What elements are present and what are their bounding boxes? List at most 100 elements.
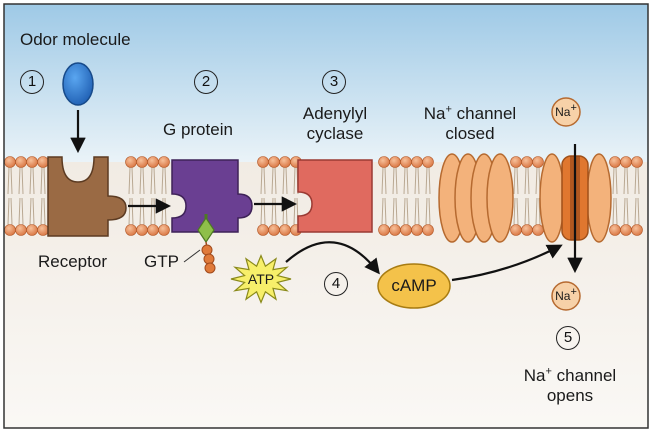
lipid-head <box>136 156 148 168</box>
lipid-head <box>279 224 291 236</box>
lipid-tail <box>7 197 10 225</box>
lipid-head <box>4 156 16 168</box>
lipid-tail <box>139 197 142 225</box>
lipid-tail <box>626 197 629 225</box>
lipid-tail <box>527 167 530 195</box>
lipid-tail <box>150 167 153 195</box>
lipid-tail <box>142 197 145 225</box>
lipid-tail <box>271 167 274 195</box>
lipid-tail <box>395 167 398 195</box>
lipid-tail <box>425 167 428 195</box>
receptor-label: Receptor <box>38 252 107 271</box>
adenylyl-cyclase-label-line1: Adenylyl <box>302 104 368 123</box>
lipid-tail <box>7 167 10 195</box>
lipid-tail <box>131 167 134 195</box>
figure-frame <box>3 3 649 429</box>
lipid-head <box>609 224 621 236</box>
lipid-tail <box>153 197 156 225</box>
lipid-head <box>257 156 269 168</box>
gtp-molecule <box>183 214 216 274</box>
sodium-ion-top-label: Na+ <box>555 102 577 120</box>
step-3-marker: 3 <box>322 70 346 94</box>
lipid-tail <box>40 167 43 195</box>
lipid-head <box>411 224 423 236</box>
channel-opens-label-line1: Na+ channel <box>523 365 617 385</box>
lipid-head <box>37 156 49 168</box>
lipid-tail <box>623 167 626 195</box>
lipid-tail <box>142 167 145 195</box>
lipid-tail <box>282 167 285 195</box>
lipid-tail <box>32 197 35 225</box>
phosphate-2 <box>203 253 215 265</box>
camp-label: cAMP <box>391 276 437 295</box>
lipid-tail <box>403 197 406 225</box>
atp-to-camp-arrow <box>285 241 380 275</box>
lipid-head <box>158 224 170 236</box>
lipid-tail <box>271 197 274 225</box>
lipid-tail <box>384 197 387 225</box>
lipid-tail <box>29 167 32 195</box>
lipid-head <box>422 224 434 236</box>
lipid-head <box>136 224 148 236</box>
lipid-tail <box>513 167 516 195</box>
lipid-head <box>147 224 159 236</box>
camp-to-channel-arrow <box>451 244 563 282</box>
channel-closed-label: Na+ channel closed <box>405 104 535 144</box>
lipid-tail <box>527 197 530 225</box>
lipid-tail <box>21 197 24 225</box>
lipid-tail <box>615 197 618 225</box>
lipid-head <box>521 156 533 168</box>
lipid-tail <box>524 167 527 195</box>
lipid-head <box>532 224 544 236</box>
adenylyl-cyclase <box>297 159 373 233</box>
lipid-tail <box>428 197 431 225</box>
lipid-head <box>510 224 522 236</box>
lipid-head <box>15 224 27 236</box>
receptor <box>47 156 127 237</box>
lipid-head <box>400 156 412 168</box>
lipid-tail <box>612 167 615 195</box>
lipid-tail <box>274 197 277 225</box>
lipid-tail <box>18 197 21 225</box>
lipid-tail <box>381 167 384 195</box>
lipid-head <box>620 156 632 168</box>
lipid-tail <box>615 167 618 195</box>
lipid-head <box>411 156 423 168</box>
lipid-head <box>510 156 522 168</box>
lipid-head <box>620 224 632 236</box>
lipid-head <box>422 156 434 168</box>
lipid-head <box>147 156 159 168</box>
lipid-head <box>389 156 401 168</box>
lipid-tail <box>164 167 167 195</box>
adenylyl-cyclase-label-line2: cyclase <box>306 124 364 143</box>
lipid-head <box>268 224 280 236</box>
lipid-tail <box>161 167 164 195</box>
lipid-tail <box>128 197 131 225</box>
lipid-tail <box>612 197 615 225</box>
lipid-tail <box>414 167 417 195</box>
lipid-tail <box>637 167 640 195</box>
lipid-tail <box>150 197 153 225</box>
lipid-head <box>257 224 269 236</box>
sodium-ion-top <box>551 97 581 127</box>
g-protein <box>171 159 253 233</box>
phosphate-3 <box>204 262 216 274</box>
lipid-head <box>125 224 137 236</box>
lipid-head <box>389 224 401 236</box>
lipid-head <box>378 156 390 168</box>
lipid-tail <box>403 167 406 195</box>
lipid-tail <box>406 197 409 225</box>
lipid-tail <box>10 197 13 225</box>
atp-burst <box>230 254 292 304</box>
lipid-tail <box>263 197 266 225</box>
lipid-head <box>37 224 49 236</box>
atp-label: ATP <box>247 271 275 287</box>
lipid-tail <box>637 197 640 225</box>
channel-closed-label-line2: closed <box>445 124 495 143</box>
lipid-tail <box>623 197 626 225</box>
channel-opens-label: Na+ channel opens <box>500 366 640 406</box>
phosphate-1 <box>201 244 213 256</box>
lipid-head <box>279 156 291 168</box>
